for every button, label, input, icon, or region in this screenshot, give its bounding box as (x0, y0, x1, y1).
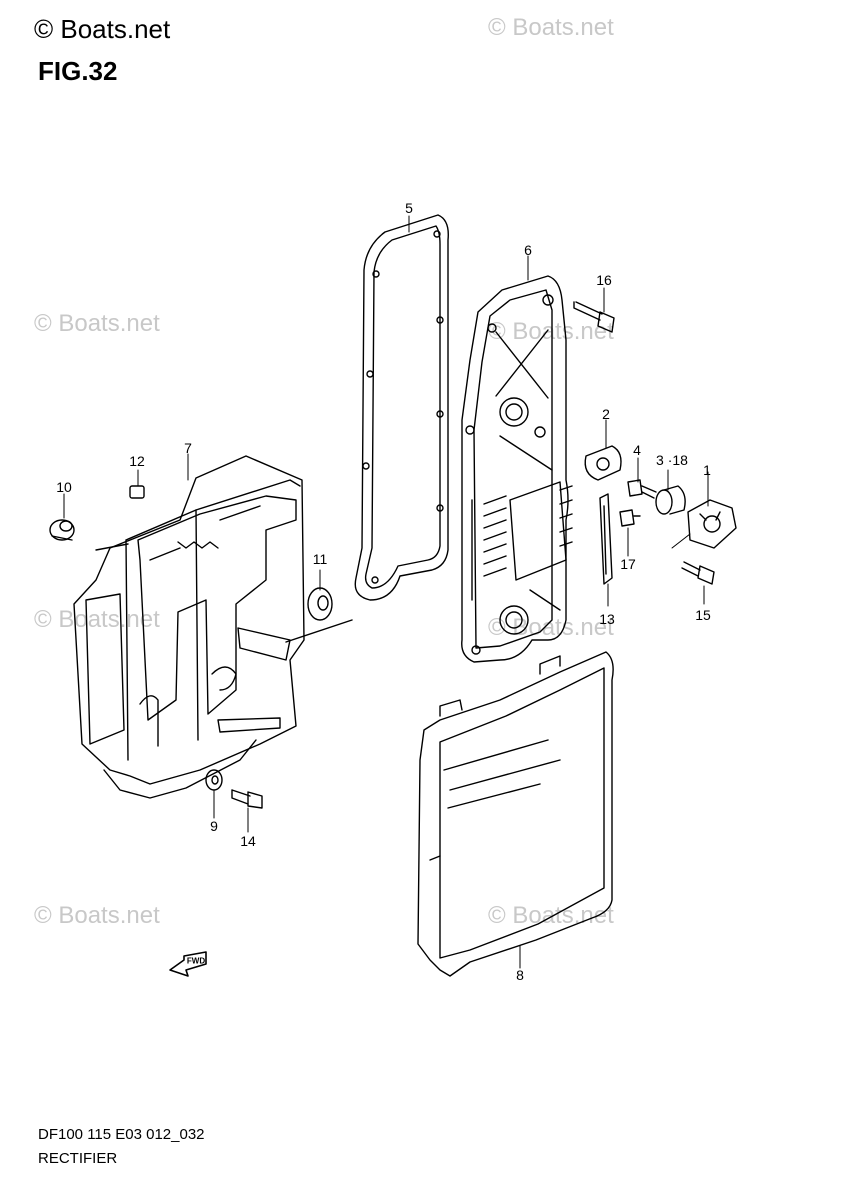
watermark: © Boats.net (34, 902, 160, 929)
part-11-grommet (285, 587, 353, 643)
callout-1[interactable]: 1 (703, 462, 711, 478)
callout-14[interactable]: 14 (240, 833, 256, 849)
callout-13[interactable]: 13 (599, 611, 615, 627)
gasket-part-5 (354, 214, 449, 601)
case-part-7 (73, 455, 305, 799)
part-12-clip (129, 485, 145, 499)
figure-title: FIG.32 (38, 56, 118, 86)
part-4-bolt (627, 479, 657, 499)
callout-5[interactable]: 5 (405, 200, 413, 216)
callout-6[interactable]: 6 (524, 242, 532, 258)
callout-2[interactable]: 2 (602, 406, 610, 422)
part-13-strap (599, 493, 613, 585)
part-16-bolt (573, 301, 615, 333)
part-10-grommet (49, 519, 75, 541)
callout-3-18[interactable]: 3 ·18 (656, 452, 688, 468)
watermark: © Boats.net (34, 606, 160, 633)
callout-8[interactable]: 8 (516, 967, 524, 983)
callout-12[interactable]: 12 (129, 453, 145, 469)
part-15-bolt (681, 561, 715, 585)
callout-10[interactable]: 10 (56, 479, 72, 495)
rectifier-part-6 (461, 275, 573, 663)
diagram-code: DF100 115 E03 012_032 (38, 1126, 205, 1143)
fwd-label: FWD (186, 956, 206, 966)
callout-9[interactable]: 9 (210, 818, 218, 834)
callout-7[interactable]: 7 (184, 440, 192, 456)
watermark: © Boats.net (34, 310, 160, 337)
watermark: © Boats.net (488, 902, 614, 929)
diagram-name: RECTIFIER (38, 1150, 118, 1167)
watermark: © Boats.net (488, 614, 614, 641)
part-2-gasket (584, 445, 622, 481)
callout-16[interactable]: 16 (596, 272, 612, 288)
callout-11[interactable]: 11 (312, 551, 328, 567)
callout-15[interactable]: 15 (695, 607, 711, 623)
watermark: © Boats.net (488, 318, 614, 345)
brand-label: © Boats.net (34, 14, 171, 44)
part-3-spacer (655, 485, 686, 515)
leader-lines (63, 215, 709, 969)
callout-17[interactable]: 17 (620, 556, 636, 572)
cover-part-8 (417, 651, 614, 977)
part-1-holder (687, 499, 737, 549)
part-14-bolt (231, 789, 263, 809)
callout-4[interactable]: 4 (633, 442, 641, 458)
fwd-arrow-icon (169, 951, 207, 977)
part-17-bolt (619, 509, 641, 527)
watermark: © Boats.net (488, 14, 614, 41)
